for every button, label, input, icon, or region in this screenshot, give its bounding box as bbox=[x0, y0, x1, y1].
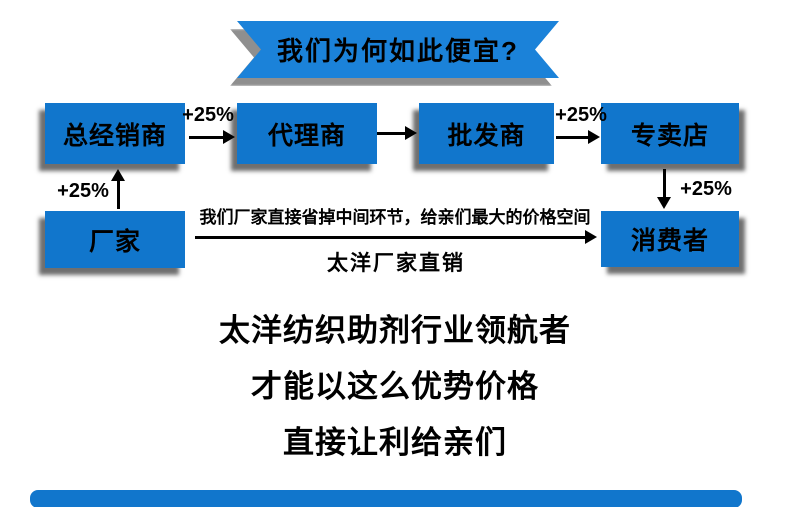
box-wholesaler: 批发商 bbox=[419, 103, 554, 164]
tagline-line3: 直接让利给亲们 bbox=[283, 425, 507, 460]
arrow-store-to-consumer-icon bbox=[657, 169, 671, 209]
tagline-line1: 太洋纺织助剂行业领航者 bbox=[219, 313, 571, 348]
box-agent: 代理商 bbox=[237, 103, 377, 164]
box-general-distributor: 总经销商 bbox=[45, 103, 185, 164]
arrow-factory-to-distributor-icon bbox=[111, 169, 125, 209]
bottom-section-bar bbox=[30, 490, 742, 507]
box-specialty-store: 专卖店 bbox=[601, 103, 739, 164]
increment-factory-to-distributor: +25% bbox=[57, 180, 109, 202]
tagline: 太洋纺织助剂行业领航者 才能以这么优势价格 直接让利给亲们 bbox=[0, 303, 790, 471]
box-factory: 厂家 bbox=[45, 211, 185, 268]
increment-store-to-consumer: +25% bbox=[680, 178, 732, 200]
increment-distributor-to-agent: +25% bbox=[182, 104, 234, 126]
banner-ribbon: 我们为何如此便宜? bbox=[237, 21, 559, 78]
direct-sales-caption: 我们厂家直接省掉中间环节，给亲们最大的价格空间 bbox=[199, 208, 591, 227]
arrow-wholesaler-to-store-icon bbox=[556, 130, 600, 144]
arrow-factory-to-consumer-icon bbox=[195, 230, 597, 244]
banner-title: 我们为何如此便宜? bbox=[277, 36, 519, 66]
increment-wholesaler-to-store: +25% bbox=[555, 104, 607, 126]
tagline-line2: 才能以这么优势价格 bbox=[251, 369, 539, 404]
arrow-distributor-to-agent-icon bbox=[189, 130, 235, 144]
arrow-agent-to-wholesaler-icon bbox=[377, 126, 417, 140]
direct-sales-label: 太洋厂家直销 bbox=[327, 252, 465, 275]
box-consumer: 消费者 bbox=[601, 211, 739, 267]
